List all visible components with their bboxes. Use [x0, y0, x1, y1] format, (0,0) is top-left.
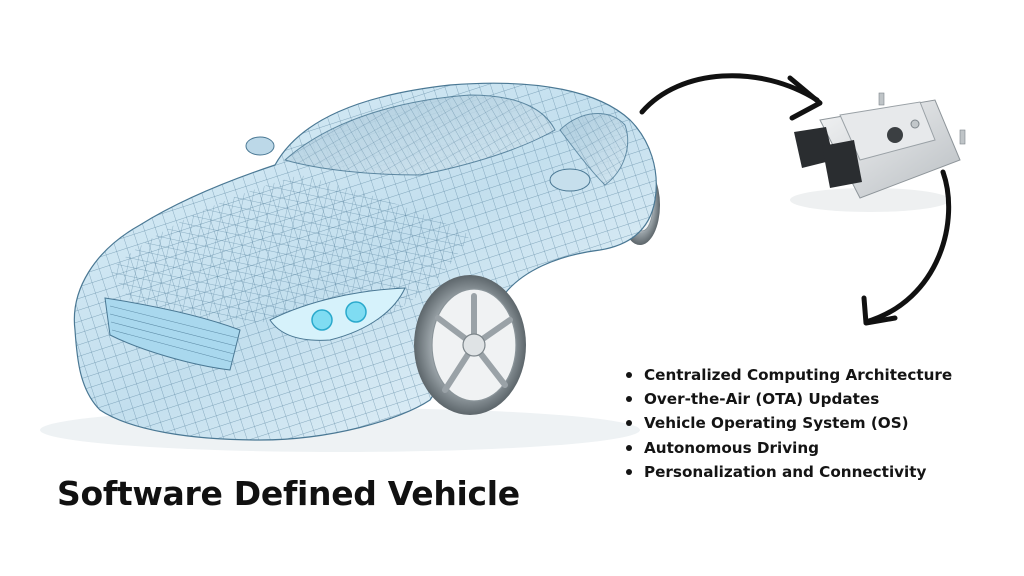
page-title: Software Defined Vehicle: [57, 474, 520, 513]
ecu-connector-2: [822, 140, 862, 188]
bullet-icon: [626, 372, 632, 378]
feature-label: Personalization and Connectivity: [644, 462, 927, 481]
feature-item: Autonomous Driving: [622, 436, 952, 460]
car-to-ecu-arrow: [639, 73, 823, 121]
feature-label: Vehicle Operating System (OS): [644, 414, 909, 433]
feature-item: Personalization and Connectivity: [622, 460, 952, 484]
feature-label: Autonomous Driving: [644, 438, 819, 457]
ecu-module: [790, 92, 966, 212]
feature-item: Over-the-Air (OTA) Updates: [622, 387, 952, 411]
feature-label: Over-the-Air (OTA) Updates: [644, 390, 880, 409]
bullet-icon: [626, 444, 632, 451]
bullet-icon: [626, 468, 632, 475]
bullet-icon: [626, 396, 632, 403]
feature-label: Centralized Computing Architecture: [644, 366, 953, 384]
ecu-to-features-arrow: [861, 169, 952, 326]
feature-item: Vehicle Operating System (OS): [622, 411, 952, 435]
wireframe-car: [40, 82, 660, 452]
feature-list: Centralized Computing Architecture Over-…: [622, 363, 952, 484]
right-mirror: [549, 168, 591, 192]
feature-item: Centralized Computing Architecture: [622, 363, 952, 387]
ecu-connector-1: [794, 127, 834, 168]
headlight: [269, 287, 406, 341]
front-wheel: [414, 275, 526, 415]
bullet-icon: [626, 420, 632, 427]
front-grille: [104, 297, 241, 371]
left-mirror: [245, 136, 275, 156]
